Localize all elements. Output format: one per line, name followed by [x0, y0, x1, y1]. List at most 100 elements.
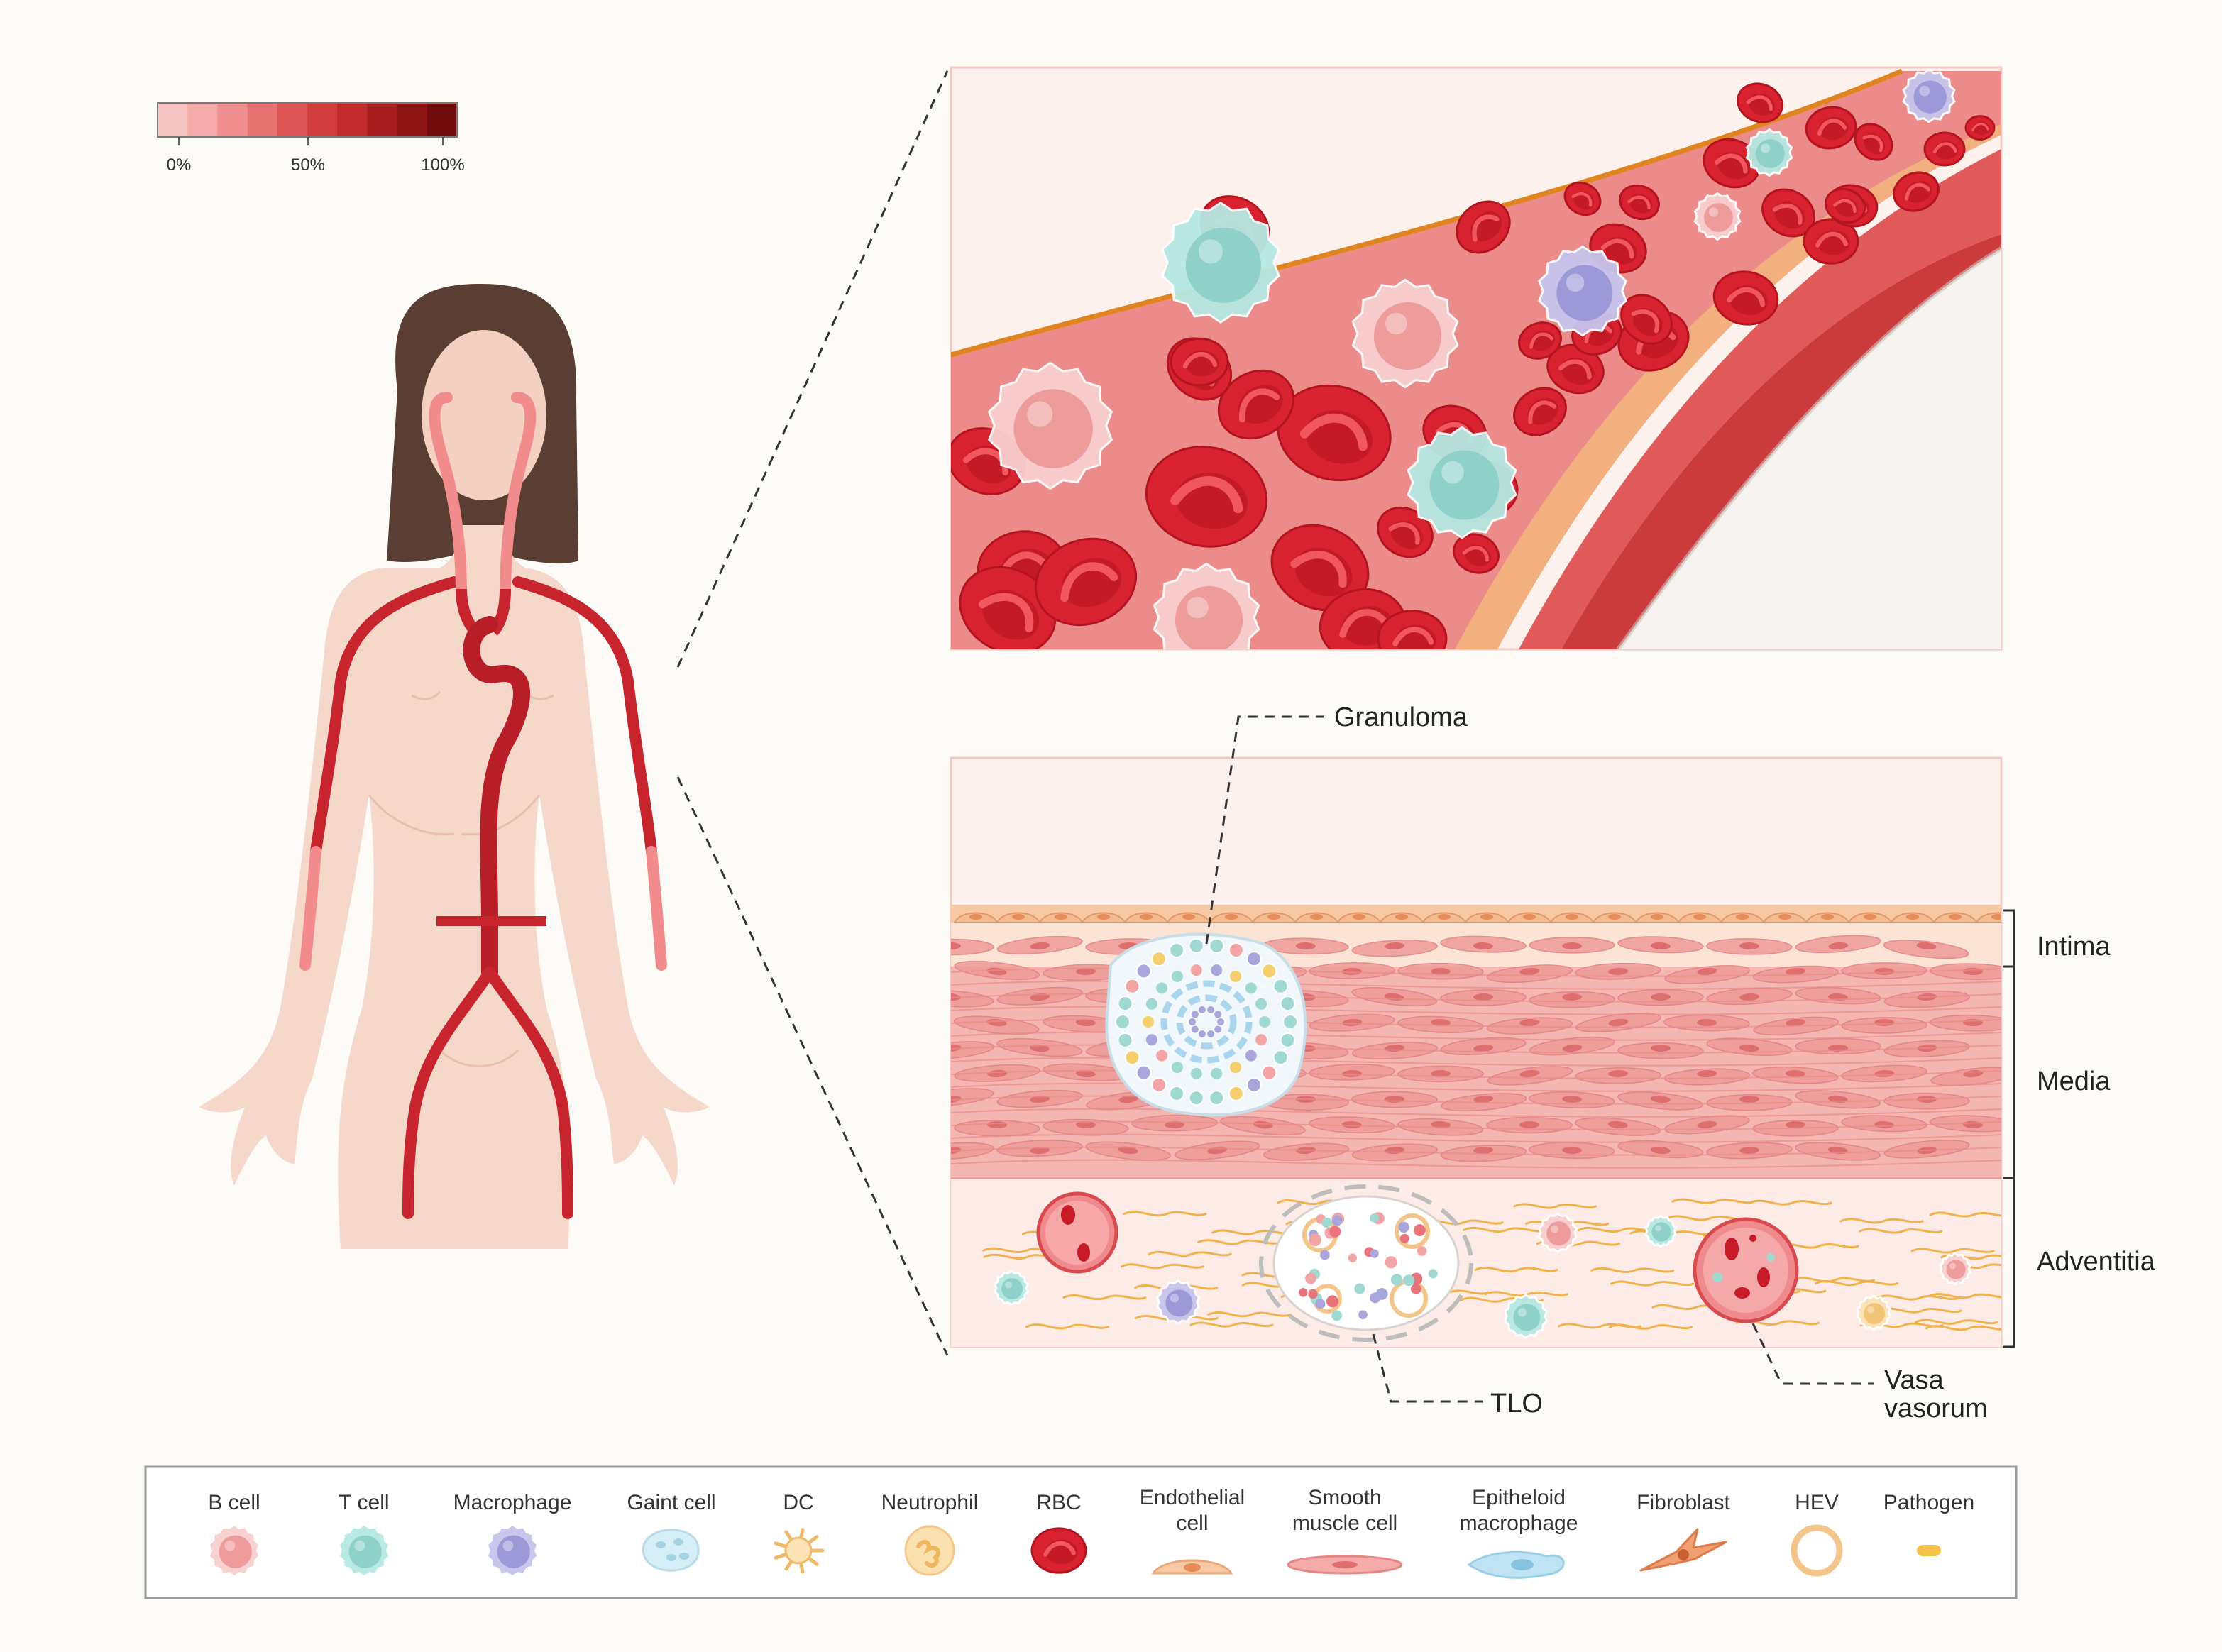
granuloma: [1105, 932, 1307, 1117]
legend-label: Epitheloid: [1472, 1486, 1566, 1509]
hev-icon: [1791, 1524, 1843, 1577]
scale-tick-0: 0%: [167, 155, 192, 175]
neutrophil-icon: [904, 1525, 955, 1576]
macrophage-icon: [485, 1523, 539, 1578]
legend-label: T cell: [339, 1491, 389, 1514]
red-blood-cell: [1893, 171, 1940, 212]
scale-swatch: [158, 103, 188, 137]
b-cell-icon: [207, 1523, 261, 1578]
red-blood-cell: [1854, 123, 1893, 161]
red-blood-cell: [1737, 82, 1783, 123]
macrophage: [1538, 245, 1627, 337]
blood-cells: [951, 68, 1996, 649]
t-cell: [1503, 1293, 1549, 1340]
pathogen-icon: [1917, 1545, 1941, 1556]
legend-item: Pathogen: [1883, 1491, 1974, 1556]
red-blood-cell: [1761, 188, 1815, 238]
t-cell: [1745, 128, 1793, 177]
red-blood-cell: [1456, 200, 1511, 254]
b-cell: [1153, 562, 1260, 649]
macrophage: [1902, 68, 1956, 123]
red-blood-cell: [1277, 384, 1392, 482]
arterial-tree: [299, 392, 667, 1219]
callout-lines: [1205, 715, 1874, 1403]
body-silhouette: [199, 525, 710, 1249]
t-cell-icon: [337, 1523, 391, 1578]
red-blood-cell: [1170, 337, 1229, 387]
red-blood-cell: [1620, 294, 1673, 345]
scale-swatch: [247, 103, 278, 137]
adventitia-layer: [951, 1178, 2001, 1347]
adventitia-immune-cells: [994, 1212, 1971, 1340]
red-blood-cell: [1563, 181, 1602, 216]
b-cell: [1693, 192, 1742, 241]
legend-item: T cell: [337, 1491, 391, 1578]
legend-item: Neutrophil: [881, 1491, 978, 1576]
red-blood-cell: [1270, 524, 1370, 612]
color-scale-swatches: [158, 103, 458, 137]
legend-label: macrophage: [1460, 1511, 1578, 1535]
zoom-connector-lines: [676, 70, 949, 1356]
smooth-muscle-cell-icon: [1287, 1555, 1403, 1575]
t-cell: [1644, 1214, 1677, 1248]
color-scale-bar: 0% 50% 100%: [157, 102, 465, 175]
scale-swatch: [397, 103, 428, 137]
legend-label: DC: [783, 1491, 813, 1514]
red-blood-cell: [1619, 184, 1660, 221]
label-granuloma: Granuloma: [1334, 703, 1468, 732]
scale-swatch: [187, 103, 218, 137]
dendritic-cell: [1856, 1294, 1891, 1331]
scale-swatch: [337, 103, 368, 137]
t-cell: [994, 1270, 1029, 1306]
red-blood-cell: [1518, 321, 1562, 360]
legend-item: Macrophage: [453, 1491, 571, 1578]
t-cell: [1161, 201, 1280, 324]
legend-item: RBC: [1030, 1491, 1087, 1574]
red-blood-cell: [1964, 115, 1996, 141]
b-cell: [987, 361, 1113, 490]
red-blood-cell: [1805, 106, 1857, 150]
red-blood-cell: [959, 566, 1057, 649]
legend-label: Smooth: [1308, 1486, 1381, 1509]
giant-cell-icon: [642, 1529, 700, 1572]
legend-item: B cell: [207, 1491, 261, 1578]
label-intima: Intima: [2037, 932, 2111, 962]
legend-label: Pathogen: [1883, 1491, 1974, 1514]
red-blood-cell: [1377, 610, 1448, 649]
b-cell: [1351, 278, 1459, 389]
scale-swatch: [217, 103, 248, 137]
legend-box: [144, 1465, 2018, 1599]
label-vasa-vasorum-1: Vasa: [1884, 1365, 1945, 1395]
label-vasa-vasorum-2: vasorum: [1884, 1394, 1988, 1424]
red-blood-cell: [1513, 387, 1567, 436]
scale-swatch: [427, 103, 458, 137]
endothelial-cells: [953, 912, 2001, 923]
legend-label: HEV: [1795, 1491, 1839, 1514]
t-cell: [1407, 426, 1517, 539]
face: [422, 330, 546, 500]
legend-label: Endothelial: [1140, 1486, 1245, 1509]
scale-swatch: [367, 103, 398, 137]
vessel-wall-panel: Intima Media Adventitia: [950, 756, 2156, 1348]
legend-label: Fibroblast: [1637, 1491, 1730, 1514]
legend-label: RBC: [1036, 1491, 1081, 1514]
legend-label: B cell: [208, 1491, 260, 1514]
layer-brackets: [2003, 909, 2015, 1348]
legend-label: cell: [1176, 1511, 1208, 1535]
epitheloid-macrophage-icon: [1467, 1551, 1565, 1579]
red-blood-cell: [1034, 537, 1138, 627]
red-blood-cell: [1712, 270, 1779, 326]
fibroblast-icon: [1639, 1528, 1727, 1572]
vasa-vasorum: [1693, 1217, 1799, 1323]
endothelial-cell-icon: [1151, 1559, 1233, 1575]
red-blood-cell: [1546, 343, 1605, 395]
legend-label: Gaint cell: [627, 1491, 715, 1514]
scale-tick-100: 100%: [421, 155, 464, 175]
red-blood-cell: [1377, 506, 1434, 558]
legend-item: HEV: [1791, 1491, 1843, 1577]
red-blood-cell: [1923, 131, 1966, 167]
vessel-lumen-panel: [950, 66, 2003, 651]
macrophage: [1155, 1279, 1201, 1326]
